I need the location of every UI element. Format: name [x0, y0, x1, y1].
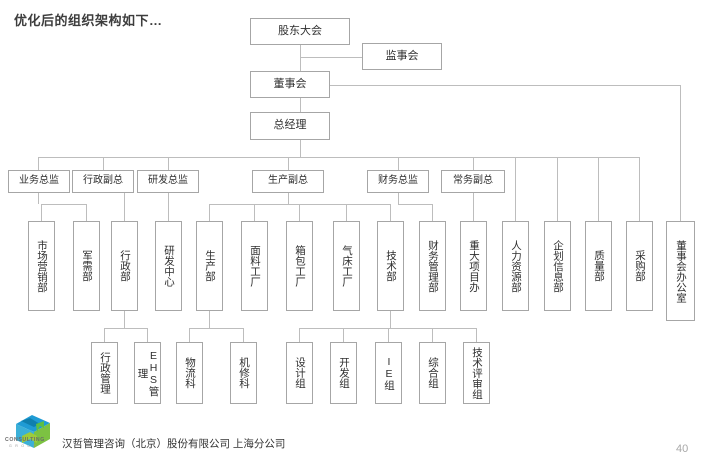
connector-tech-c4	[432, 328, 433, 342]
connector-exec-stem	[473, 192, 474, 204]
node-development-group[interactable]: 开发组	[330, 342, 357, 404]
node-ie-group[interactable]: IE组	[375, 342, 402, 404]
logo-wordmark: CONSULTING	[5, 437, 45, 443]
connector-bd-child2	[86, 204, 87, 221]
node-fabric-factory[interactable]: 面料工厂	[241, 221, 268, 311]
node-production-vp[interactable]: 生产副总	[252, 170, 324, 193]
connector-shareholders-board	[300, 45, 301, 73]
connector-prod-stem	[288, 192, 289, 204]
node-rd-center[interactable]: 研发中心	[155, 221, 182, 311]
node-logistics-section[interactable]: 物流科	[176, 342, 203, 404]
connector-board-gm	[300, 98, 301, 113]
node-airbed-factory[interactable]: 气床工厂	[333, 221, 360, 311]
connector-drop-planning	[557, 157, 558, 221]
connector-admindept-bus	[104, 328, 147, 329]
node-general-group[interactable]: 综合组	[419, 342, 446, 404]
node-executive-vp[interactable]: 常务副总	[441, 170, 505, 193]
node-board-of-directors[interactable]: 董事会	[250, 71, 330, 98]
node-design-group[interactable]: 设计组	[286, 342, 313, 404]
connector-prod-child5	[390, 204, 391, 221]
node-business-director[interactable]: 业务总监	[8, 170, 70, 193]
page-title: 优化后的组织架构如下…	[14, 13, 163, 28]
connector-prod-child1	[209, 204, 210, 221]
connector-proddept-c2	[243, 328, 244, 342]
connector-admindept-stem	[124, 310, 125, 328]
footer-company: 汉哲管理咨询（北京）股份有限公司 上海分公司	[62, 438, 286, 450]
node-board-of-supervisors[interactable]: 监事会	[362, 43, 442, 70]
node-bag-factory[interactable]: 箱包工厂	[286, 221, 313, 311]
connector-drop-l2-1	[38, 157, 39, 170]
node-ehs-management[interactable]: EHS管理	[134, 342, 161, 404]
connector-tech-c3	[388, 328, 389, 342]
connector-tech-stem	[390, 310, 391, 328]
connector-bd-child1	[41, 204, 42, 221]
node-shareholders-meeting[interactable]: 股东大会	[250, 18, 350, 45]
connector-admindept-c1	[104, 328, 105, 342]
node-military-supply-dept[interactable]: 军需部	[73, 221, 100, 311]
node-finance-management-dept[interactable]: 财务管理部	[419, 221, 446, 311]
node-production-dept[interactable]: 生产部	[196, 221, 223, 311]
connector-drop-l2-6	[473, 157, 474, 170]
page-number: 40	[676, 443, 689, 455]
connector-tech-c5	[476, 328, 477, 342]
connector-gm-bus	[300, 140, 301, 157]
connector-tech-bus	[299, 328, 476, 329]
connector-prod-child3	[299, 204, 300, 221]
connector-rd-dir-center	[168, 192, 169, 221]
node-maintenance-section[interactable]: 机修科	[230, 342, 257, 404]
connector-drop-purchase	[639, 157, 640, 221]
connector-prod-bus-ext	[346, 204, 391, 205]
connector-shareholders-supervisors	[300, 57, 362, 58]
connector-drop-l2-3	[168, 157, 169, 170]
node-rd-director[interactable]: 研发总监	[137, 170, 199, 193]
connector-drop-l2-5	[398, 157, 399, 170]
consulting-logo-icon	[16, 415, 50, 448]
connector-board-office-vertical	[680, 85, 681, 221]
node-admin-vp[interactable]: 行政副总	[72, 170, 134, 193]
node-hr-dept[interactable]: 人力资源部	[502, 221, 529, 311]
connector-exec-child	[473, 204, 474, 221]
connector-bd-bus	[41, 204, 86, 205]
node-general-manager[interactable]: 总经理	[250, 112, 330, 140]
node-technology-dept[interactable]: 技术部	[377, 221, 404, 311]
node-technical-review-group[interactable]: 技术评审组	[463, 342, 490, 404]
connector-proddept-stem	[209, 310, 210, 328]
connector-proddept-c1	[189, 328, 190, 342]
node-major-projects-office[interactable]: 重大项目办	[460, 221, 487, 311]
node-planning-info-dept[interactable]: 企划信息部	[544, 221, 571, 311]
connector-drop-l2-2	[103, 157, 104, 170]
connector-fin-bus	[398, 204, 432, 205]
logo-subtext: G R O U P	[9, 444, 37, 448]
connector-admindept-c2	[147, 328, 148, 342]
node-quality-dept[interactable]: 质量部	[585, 221, 612, 311]
connector-fin-child	[432, 204, 433, 221]
connector-fin-stem	[398, 192, 399, 204]
connector-drop-hr	[515, 157, 516, 221]
connector-board-office-horizontal	[330, 85, 680, 86]
node-board-office[interactable]: 董事会办公室	[666, 221, 695, 321]
node-admin-management[interactable]: 行政管理	[91, 342, 118, 404]
node-finance-director[interactable]: 财务总监	[367, 170, 429, 193]
node-marketing-dept[interactable]: 市场营销部	[28, 221, 55, 311]
connector-bd-stem	[38, 192, 39, 204]
connector-proddept-bus	[189, 328, 243, 329]
connector-main-bus	[38, 157, 640, 158]
node-admin-dept[interactable]: 行政部	[111, 221, 138, 311]
connector-prod-bus	[209, 204, 346, 205]
connector-tech-c2	[343, 328, 344, 342]
connector-drop-l2-4	[288, 157, 289, 170]
connector-admin-vp-dept	[124, 192, 125, 221]
connector-tech-c1	[299, 328, 300, 342]
connector-prod-child4	[346, 204, 347, 221]
node-purchasing-dept[interactable]: 采购部	[626, 221, 653, 311]
connector-prod-child2	[254, 204, 255, 221]
connector-drop-quality	[598, 157, 599, 221]
